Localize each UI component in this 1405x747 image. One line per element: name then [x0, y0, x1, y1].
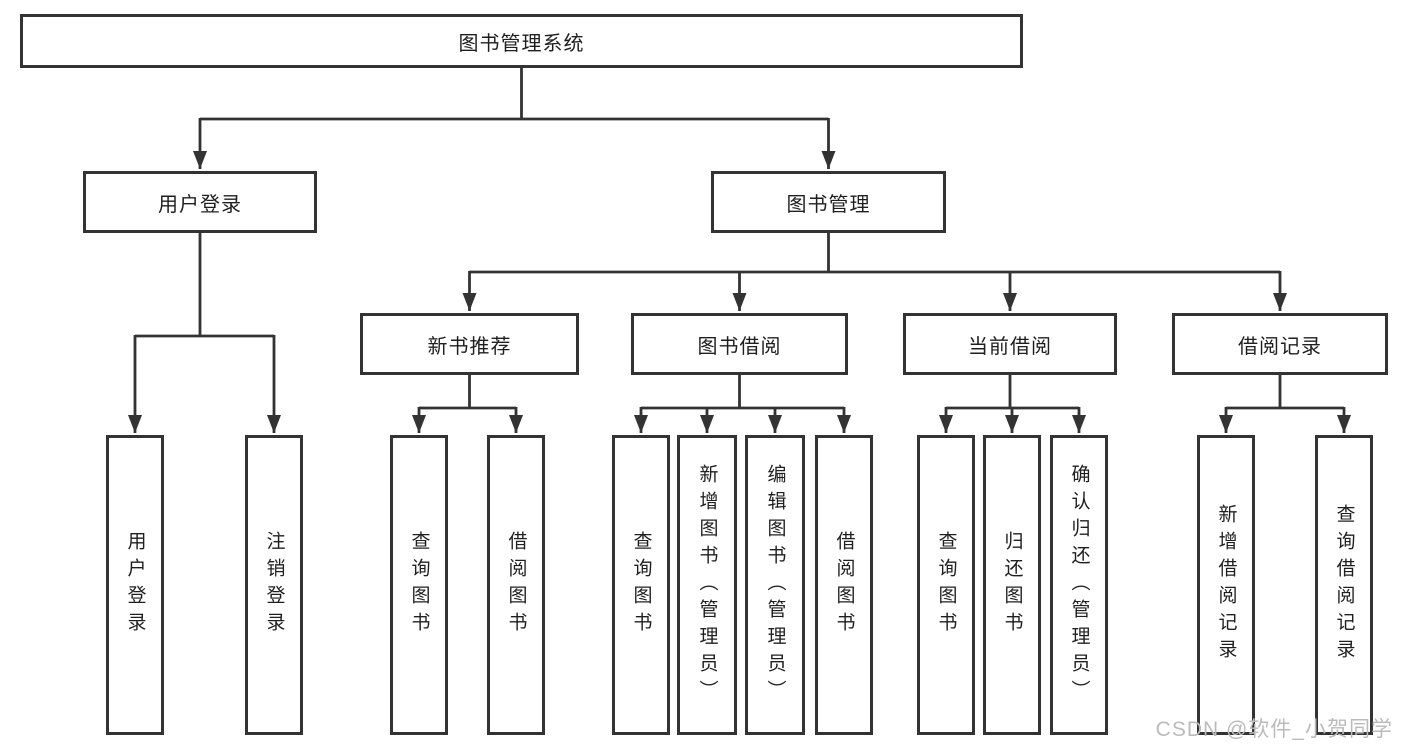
- leaf-user-login: 用户登录: [106, 435, 164, 735]
- node-borrow-records: 借阅记录: [1172, 313, 1388, 375]
- leaf-query-books-borrow: 查询图书: [612, 435, 670, 735]
- node-new-book-recommend: 新书推荐: [360, 313, 579, 375]
- node-root-system: 图书管理系统: [20, 14, 1023, 68]
- wire-root-to-level2: [193, 68, 836, 169]
- leaf-edit-book-admin: 编辑图书（管理员）: [745, 435, 805, 735]
- wire-book-mgmt-to-level3: [462, 233, 1287, 311]
- node-book-borrow: 图书借阅: [631, 313, 848, 375]
- node-user-login: 用户登录: [83, 171, 317, 233]
- leaf-add-book-admin: 新增图书（管理员）: [677, 435, 737, 735]
- node-book-management: 图书管理: [711, 171, 946, 233]
- wire-user-login-children: [128, 233, 281, 433]
- leaf-query-books-recommend: 查询图书: [390, 435, 448, 735]
- csdn-watermark: CSDN @软件_小贺同学: [1155, 718, 1393, 741]
- leaf-borrow-books: 借阅图书: [815, 435, 873, 735]
- leaf-return-books: 归还图书: [983, 435, 1041, 735]
- leaf-borrow-books-recommend: 借阅图书: [487, 435, 545, 735]
- leaf-confirm-return-admin: 确认归还（管理员）: [1050, 435, 1108, 735]
- node-current-borrow: 当前借阅: [903, 313, 1117, 375]
- leaf-query-borrow-record: 查询借阅记录: [1315, 435, 1373, 735]
- leaf-query-books-current: 查询图书: [917, 435, 975, 735]
- leaf-logout: 注销登录: [245, 435, 303, 735]
- wire-level3-to-leaves: [412, 375, 1351, 433]
- leaf-add-borrow-record: 新增借阅记录: [1197, 435, 1255, 735]
